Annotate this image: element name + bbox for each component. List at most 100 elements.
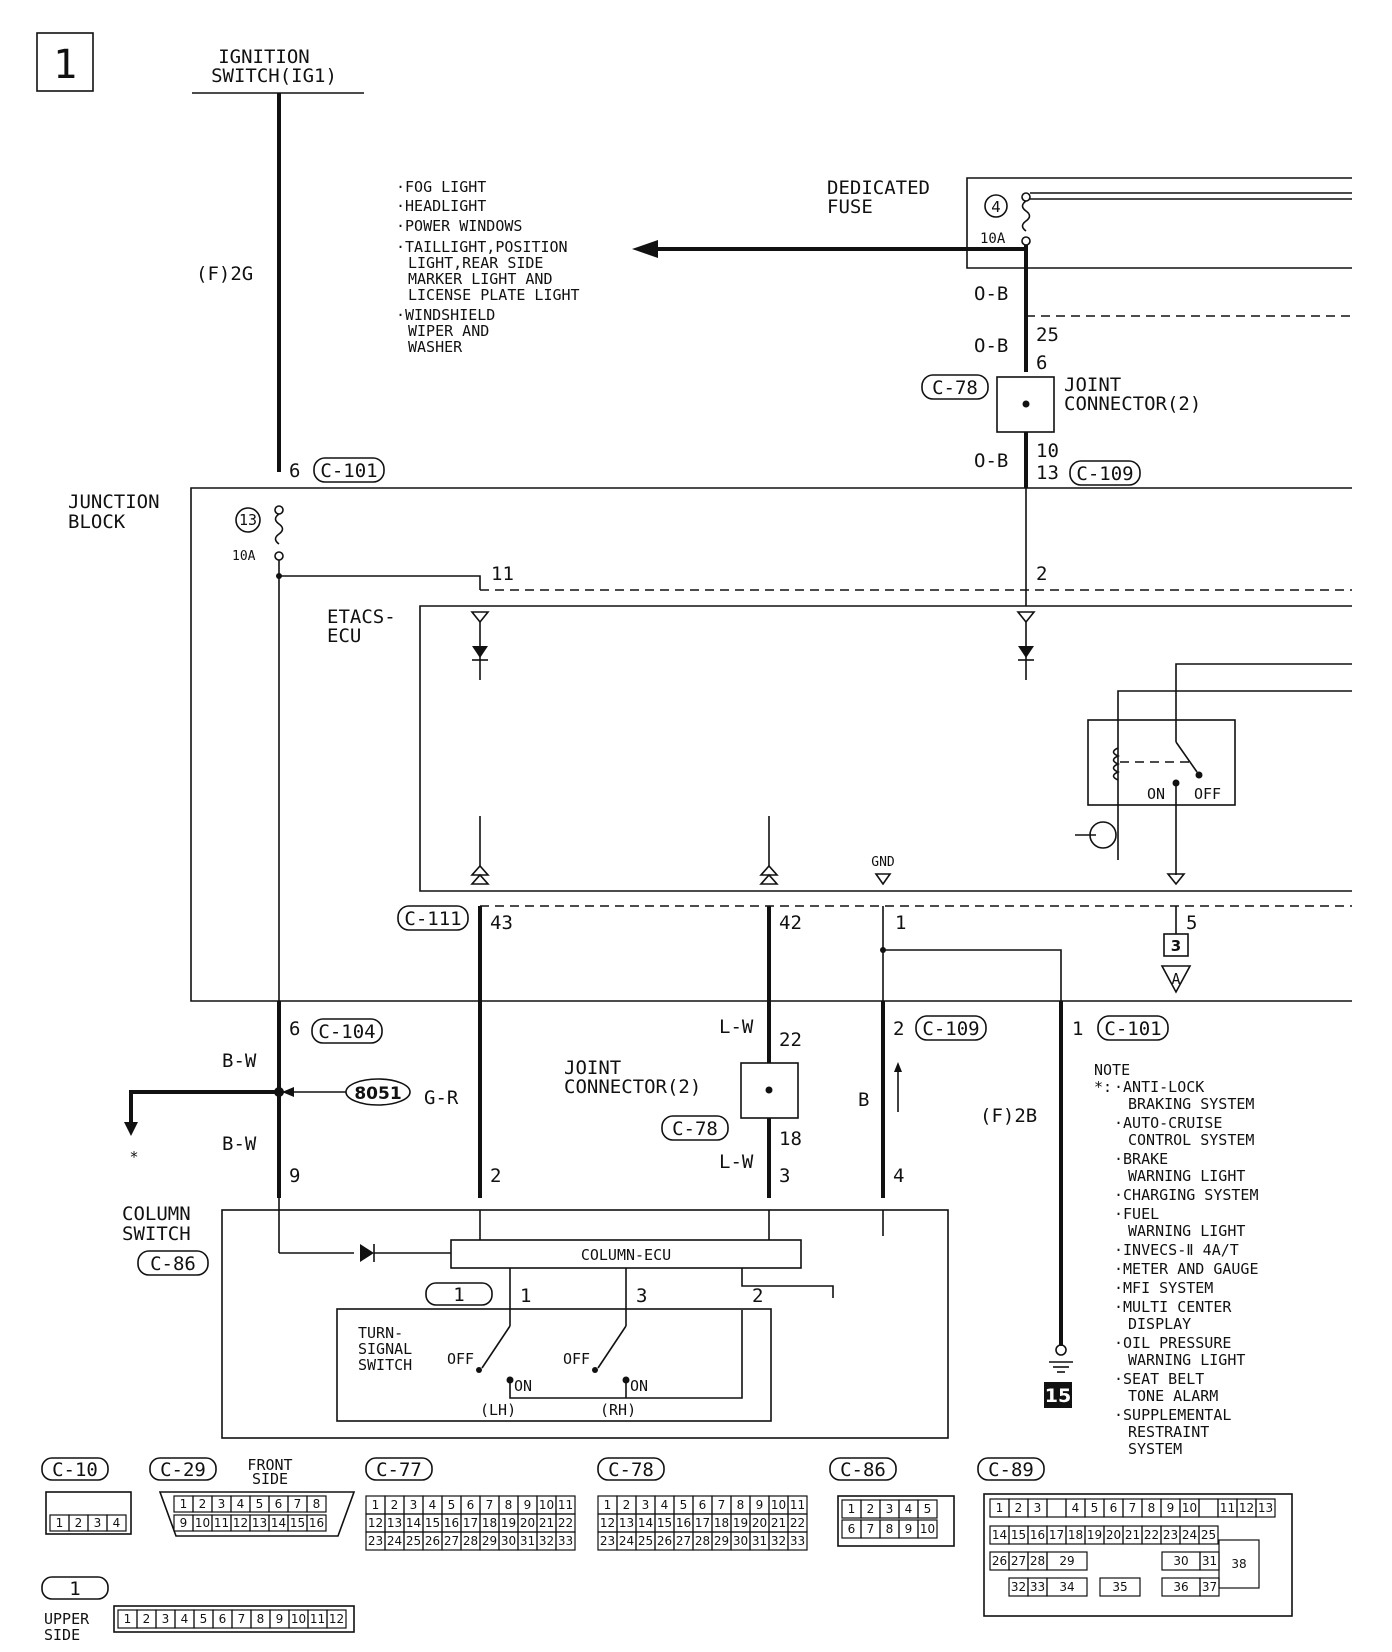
etacs-ecu-outline [419,605,1352,892]
wire-ob-label: O-B [974,450,1008,472]
pin-number: 12 [600,1516,615,1530]
connector-tag-c111 [397,905,469,931]
pin-number: 3 [162,1612,170,1626]
switch-off-label: OFF [447,1350,474,1368]
ref-triangle [1160,965,1192,994]
svg-text:RESTRAINT: RESTRAINT [1128,1423,1209,1441]
pin-number: 24 [387,1534,402,1548]
jb-fuse-number: 13 [239,511,257,529]
wire-ob-label: O-B [974,335,1008,357]
pin-number: 4 [237,1497,245,1511]
column-ecu-label: COLUMN-ECU [581,1246,671,1264]
pin-number: 18 [482,1516,497,1530]
pin-label: 11 [491,563,514,585]
svg-text:·FUEL: ·FUEL [1114,1205,1159,1223]
pin-number: 26 [425,1534,440,1548]
connector-tag-label: C-109 [922,1018,979,1040]
svg-text:·METER AND GAUGE: ·METER AND GAUGE [1114,1260,1259,1278]
svg-text:C-10: C-10 [52,1459,98,1481]
switch-on-label: ON [514,1377,532,1395]
pin-number: 15 [290,1516,305,1530]
svg-text:CONTROL SYSTEM: CONTROL SYSTEM [1128,1131,1254,1149]
pin-number: 12 [368,1516,383,1530]
pin-number: 20 [1106,1528,1121,1542]
switch-off-label: OFF [563,1350,590,1368]
pin-number: 2 [75,1516,83,1530]
pin-number: 3 [642,1498,650,1512]
pin-number: 30 [1173,1554,1188,1568]
pin-label: 22 [779,1029,802,1051]
pin-number: 6 [219,1612,227,1626]
svg-text:UPPER: UPPER [44,1610,90,1628]
feed-item: ·POWER WINDOWS [396,217,522,235]
svg-text:WARNING LIGHT: WARNING LIGHT [1128,1351,1245,1369]
splice-label: 8051 [354,1084,401,1104]
svg-text:NOTE: NOTE [1094,1061,1130,1079]
turn-signal-label: SIGNAL [358,1340,412,1358]
relay-box [1087,719,1236,806]
pin-number: 25 [1201,1528,1216,1542]
pin-number: 22 [790,1516,805,1530]
pin-number: 2 [1015,1501,1023,1515]
svg-text:1: 1 [69,1578,80,1600]
pin-number: 34 [1059,1580,1074,1594]
etacs-label: ETACS- [327,606,396,628]
pin-label: 2 [752,1285,763,1307]
connector-tag-c109 [915,1015,987,1041]
turn-signal-switch-box [336,1308,772,1422]
svg-text:C-89: C-89 [988,1459,1034,1481]
pin-number: 16 [309,1516,324,1530]
pin-number: 4 [429,1498,437,1512]
pin-label: 43 [490,912,513,934]
pin-number: 4 [1072,1501,1080,1515]
junction-block-label: JUNCTION [68,491,160,513]
pin-number: 21 [539,1516,554,1530]
pin-number: 7 [486,1498,494,1512]
connector-tag-label: C-86 [150,1253,196,1275]
pin-number: 32 [1011,1580,1026,1594]
pin-number: 26 [992,1554,1007,1568]
pin-label: 1 [520,1285,531,1307]
dedicated-fuse-label: DEDICATED [827,177,930,199]
svg-text:FRONT: FRONT [247,1456,292,1474]
pin-label: 2 [893,1018,904,1040]
svg-text:*:: *: [1094,1078,1112,1096]
pin-number: 32 [771,1534,786,1548]
connector-tag-c86 [137,1250,209,1276]
pin-number: 23 [600,1534,615,1548]
pin-label: 6 [289,460,300,482]
pin-number: 2 [391,1498,399,1512]
wire-f2b-label: (F)2B [980,1105,1037,1127]
pin-number: 15 [1011,1528,1026,1542]
pin-number: 5 [200,1612,208,1626]
pin-number: 30 [501,1534,516,1548]
column-switch-label: COLUMN [122,1203,191,1225]
svg-text:WARNING LIGHT: WARNING LIGHT [1128,1222,1245,1240]
pin-number: 1 [56,1516,64,1530]
jb-fuse-rating: 10A [232,549,256,564]
pin-number: 8 [257,1612,265,1626]
pin-number: 5 [924,1502,932,1516]
junction-block-label: BLOCK [68,511,126,533]
pin-number: 4 [905,1502,913,1516]
svg-text:WARNING LIGHT: WARNING LIGHT [1128,1167,1245,1185]
connector-tag-c101 [313,457,385,483]
fuse-number: 4 [991,198,1001,216]
pin-number: 6 [467,1498,475,1512]
pin-number: 20 [520,1516,535,1530]
svg-text:·BRAKE: ·BRAKE [1114,1150,1168,1168]
svg-text:SIDE: SIDE [252,1470,288,1488]
svg-text:·INVECS-Ⅱ 4A/T: ·INVECS-Ⅱ 4A/T [1114,1241,1239,1259]
svg-text:·SEAT BELT: ·SEAT BELT [1114,1370,1204,1388]
pin-number: 3 [218,1497,226,1511]
column-switch-ref-label: 1 [453,1284,464,1306]
pin-number: 30 [733,1534,748,1548]
pin-number: 35 [1112,1580,1127,1594]
svg-text:·CHARGING SYSTEM: ·CHARGING SYSTEM [1114,1186,1259,1204]
pin-number: 17 [463,1516,478,1530]
pin-number: 22 [1144,1528,1159,1542]
column-switch-outline [221,1209,949,1439]
